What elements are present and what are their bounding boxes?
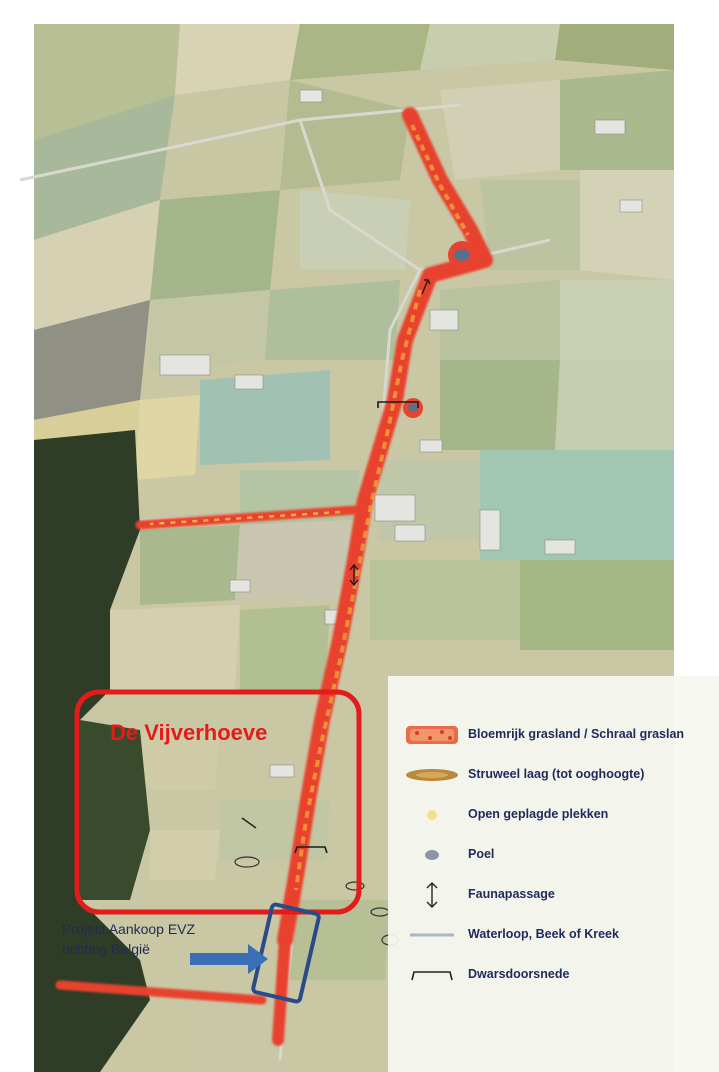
cross-section-icon xyxy=(411,971,453,981)
flower-grassland-swatch xyxy=(406,726,458,744)
forest-area xyxy=(34,430,150,1072)
field-patchwork xyxy=(34,24,674,1072)
fauna-passage-icon xyxy=(426,882,438,908)
project-label-line2: richting België xyxy=(62,941,150,957)
legend-item: Bloemrijk grasland / Schraal graslan xyxy=(388,720,719,750)
legend-label: Poel xyxy=(468,847,495,861)
farm-buildings xyxy=(159,89,643,778)
shrub-low-swatch xyxy=(406,769,458,781)
pond-icon xyxy=(425,850,439,860)
legend-label: Waterloop, Beek of Kreek xyxy=(468,927,619,941)
legend-label: Struweel laag (tot ooghoogte) xyxy=(468,767,645,781)
vijverhoeve-label: De Vijverhoeve xyxy=(110,720,268,745)
fauna-passage-markers xyxy=(241,279,431,829)
waterway-icon xyxy=(410,933,454,937)
legend-label: Dwarsdoorsnede xyxy=(468,967,570,981)
legend-item: Dwarsdoorsnede xyxy=(388,960,719,990)
project-arrow-icon xyxy=(190,944,268,974)
project-evz-box xyxy=(251,902,321,1004)
legend-label: Bloemrijk grasland / Schraal graslan xyxy=(468,727,685,741)
legend-item: Faunapassage xyxy=(388,880,719,910)
legend-item: Waterloop, Beek of Kreek xyxy=(388,920,719,950)
legend-item: Open geplagde plekken xyxy=(388,800,719,830)
legend-item: Poel xyxy=(388,840,719,870)
cross-section-markers xyxy=(294,401,419,854)
vijverhoeve-highlight-box xyxy=(74,689,362,915)
legend-item: Struweel laag (tot ooghoogte) xyxy=(388,760,719,790)
project-label-line1: Project Aankoop EVZ xyxy=(62,921,196,937)
legend-label: Open geplagde plekken xyxy=(468,807,609,821)
legend-label: Faunapassage xyxy=(468,887,555,901)
open-patch-swatch xyxy=(427,810,437,820)
map-legend: Bloemrijk grasland / Schraal graslan Str… xyxy=(388,676,719,1072)
